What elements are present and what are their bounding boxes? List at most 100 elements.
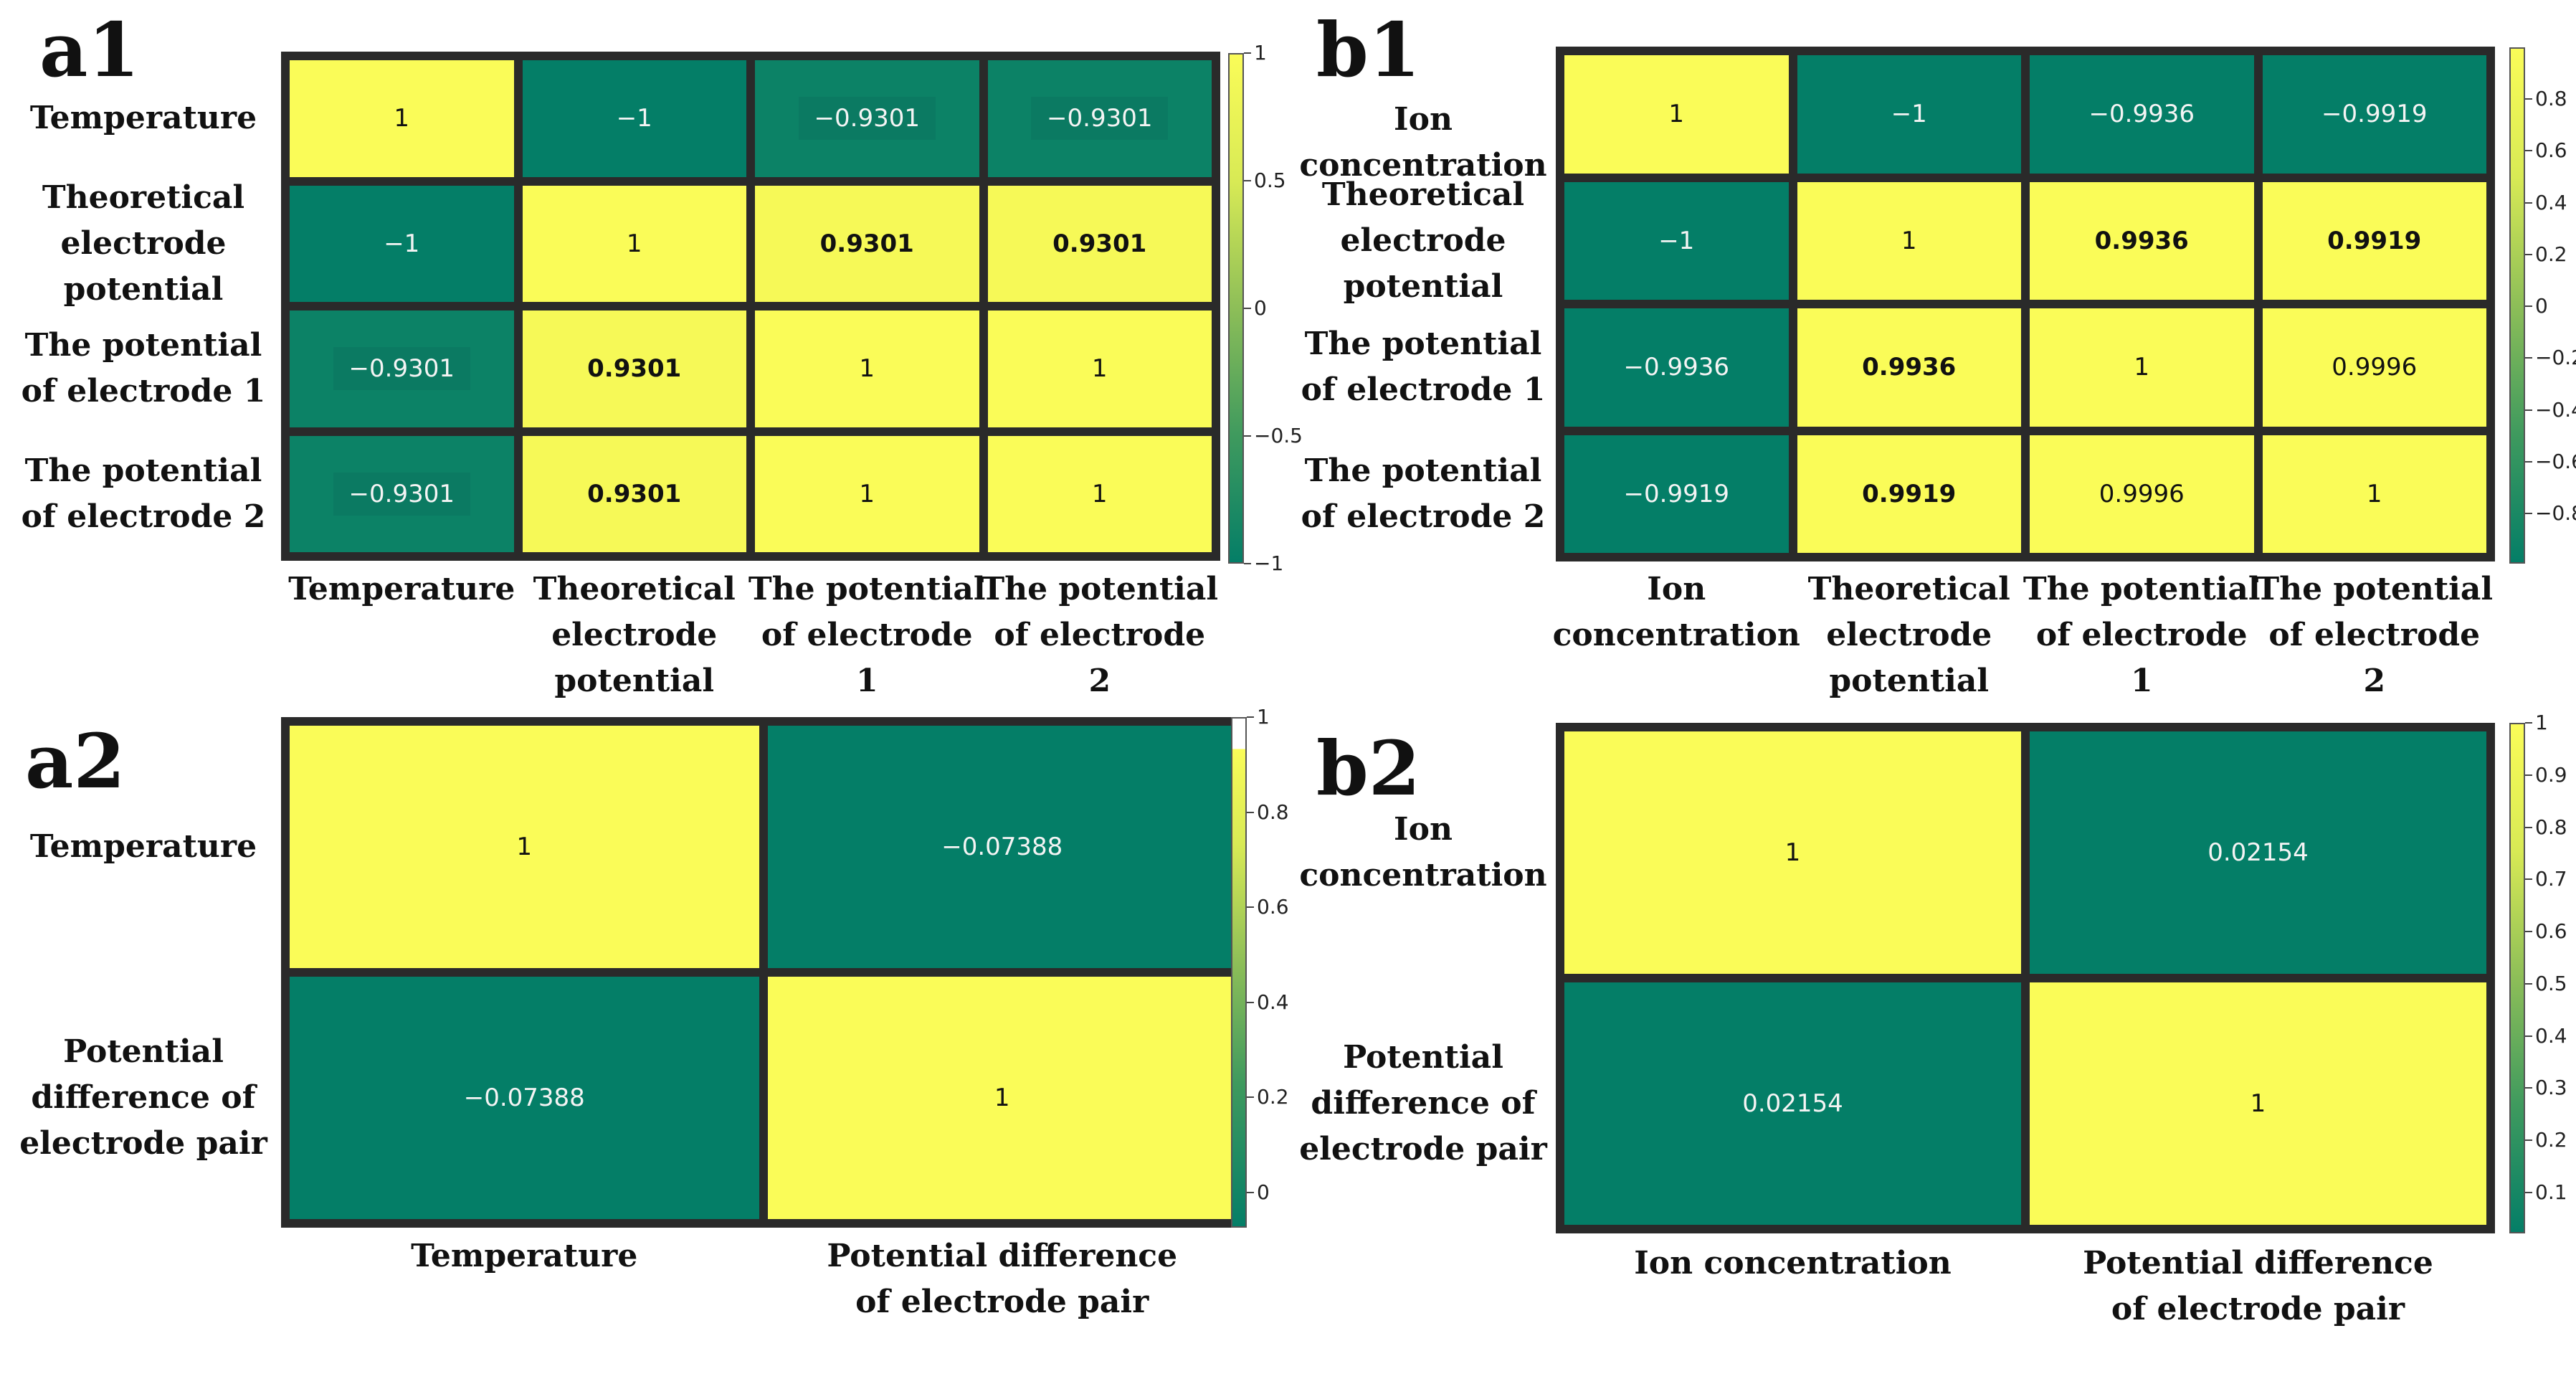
cell-value-label: 1 bbox=[859, 479, 875, 508]
cell-value-label: −0.9301 bbox=[1031, 97, 1169, 141]
heatmap-cell: 0.9301 bbox=[522, 311, 746, 427]
colorbar-tick-mark bbox=[1247, 811, 1254, 813]
cell-value-label: 0.9936 bbox=[1862, 353, 1957, 382]
cell-value-label: 1 bbox=[394, 104, 410, 133]
heatmap-cell: 1 bbox=[2030, 308, 2254, 427]
colorbar-tick-mark bbox=[2525, 1035, 2532, 1037]
cell-value-label: −0.9919 bbox=[1623, 479, 1729, 508]
heatmap-cell: −0.9936 bbox=[1564, 308, 1789, 427]
colorbar-tick-label: 1 bbox=[2535, 711, 2548, 734]
colorbar-tick-label: 0 bbox=[2535, 294, 2548, 318]
colorbar-tick-mark bbox=[2525, 1139, 2532, 1142]
colorbar-tick-mark bbox=[1244, 563, 1251, 564]
row-label: Temperature bbox=[29, 828, 257, 866]
heatmap-cell: 1 bbox=[522, 185, 746, 302]
row-label: The potential of electrode 1 bbox=[21, 327, 266, 410]
colorbar-b2 bbox=[2509, 723, 2525, 1233]
colorbar-tick-label: 0.6 bbox=[1257, 895, 1289, 919]
colorbar-tick-label: 0.8 bbox=[2535, 87, 2567, 111]
cell-value-label: 0.9301 bbox=[587, 354, 682, 384]
column-label: The potential of electrode 2 bbox=[2256, 571, 2494, 699]
heatmap-cell: −0.9301 bbox=[290, 435, 514, 552]
heatmap-cell: 0.9919 bbox=[1797, 435, 2021, 553]
colorbar-tick-mark bbox=[2525, 98, 2532, 100]
column-label: Theoretical electrode potential bbox=[1807, 571, 2010, 699]
heatmap-cell: 0.9936 bbox=[2030, 181, 2254, 300]
colorbar-tick-label: 0.4 bbox=[1257, 990, 1289, 1014]
cell-value-label: 1 bbox=[1091, 479, 1108, 508]
heatmap-cell: 0.9301 bbox=[987, 185, 1212, 302]
heatmap-cell: 1 bbox=[2262, 435, 2486, 553]
colorbar-tick-mark bbox=[1244, 52, 1251, 54]
cell-value-label: −0.9936 bbox=[1623, 353, 1729, 382]
cell-value-label: −0.9936 bbox=[2088, 100, 2195, 129]
colorbar-tick-mark bbox=[2525, 305, 2532, 308]
heatmap-cell: 1 bbox=[290, 60, 514, 177]
colorbar-tick-label: −0.8 bbox=[2535, 501, 2576, 526]
column-label: The potential of electrode 1 bbox=[2023, 571, 2261, 699]
row-label: Potential difference of electrode pair bbox=[1299, 1039, 1547, 1167]
colorbar-tick-label: 1 bbox=[1254, 41, 1267, 65]
colorbar-tick-mark bbox=[2525, 357, 2532, 359]
cell-value-label: 0.9996 bbox=[2099, 479, 2185, 508]
panel-label-a2: a2 bbox=[25, 717, 125, 805]
colorbar-tick-label: 0.7 bbox=[2535, 867, 2567, 891]
colorbar-tick-mark bbox=[2525, 460, 2532, 463]
cell-value-label: 1 bbox=[1091, 354, 1108, 384]
colorbar-tick-mark bbox=[2525, 774, 2532, 776]
heatmap-cell: 0.02154 bbox=[2030, 731, 2486, 974]
column-label: Theoretical electrode potential bbox=[533, 571, 736, 699]
heatmap-cell: 0.9919 bbox=[2262, 181, 2486, 300]
colorbar-b1 bbox=[2509, 47, 2525, 564]
colorbar-a1 bbox=[1228, 53, 1244, 564]
heatmap-cell: 1 bbox=[755, 311, 979, 427]
colorbar-tick-mark bbox=[1247, 716, 1254, 718]
colorbar-tick-label: 0.4 bbox=[2535, 1023, 2567, 1048]
cell-value-label: 0.9301 bbox=[819, 229, 914, 258]
heatmap-cell: 0.9301 bbox=[755, 185, 979, 302]
column-label: Potential difference of electrode pair bbox=[827, 1238, 1178, 1320]
row-label: Theoretical electrode potential bbox=[1321, 176, 1525, 305]
cell-value-label: 1 bbox=[1668, 100, 1685, 129]
colorbar-tick-mark bbox=[1247, 1096, 1254, 1099]
heatmap-cell: 0.9996 bbox=[2262, 308, 2486, 427]
cell-value-label: −0.9301 bbox=[333, 472, 470, 516]
colorbar-tick-mark bbox=[1247, 1192, 1254, 1194]
colorbar-tick-mark bbox=[2525, 722, 2532, 724]
colorbar-tick-label: −0.6 bbox=[2535, 449, 2576, 473]
cell-value-label: 0.9919 bbox=[1862, 479, 1957, 508]
heatmap-cell: 1 bbox=[1564, 731, 2021, 974]
colorbar-tick-label: 0.8 bbox=[2535, 815, 2567, 839]
heatmap-cell: −1 bbox=[1797, 55, 2021, 174]
colorbar-tick-label: 0 bbox=[1257, 1180, 1270, 1205]
cell-value-label: 1 bbox=[2134, 353, 2150, 382]
cell-value-label: −1 bbox=[616, 104, 652, 133]
colorbar-tick-label: 0.3 bbox=[2535, 1076, 2567, 1100]
cell-value-label: 0.02154 bbox=[2207, 838, 2309, 867]
heatmap-cell: 1 bbox=[1797, 181, 2021, 300]
cell-value-label: −0.9301 bbox=[333, 347, 470, 391]
colorbar-tick-label: 0.5 bbox=[2535, 971, 2567, 995]
heatmap-cell: −0.9301 bbox=[755, 60, 979, 177]
colorbar-tick-mark bbox=[1247, 906, 1254, 909]
row-label: Temperature bbox=[29, 100, 257, 137]
row-label: The potential of electrode 2 bbox=[21, 452, 266, 535]
colorbar-tick-mark bbox=[2525, 1191, 2532, 1193]
heatmap-cell: 0.02154 bbox=[1564, 982, 2021, 1225]
heatmap-cell: 0.9996 bbox=[2030, 435, 2254, 553]
cell-value-label: −1 bbox=[1891, 100, 1927, 129]
cell-value-label: −1 bbox=[1658, 226, 1695, 255]
colorbar-tick-mark bbox=[2525, 202, 2532, 204]
panel-label-a1: a1 bbox=[39, 6, 140, 94]
cell-value-label: 0.9919 bbox=[2327, 226, 2422, 255]
colorbar-tick-mark bbox=[1244, 435, 1251, 437]
colorbar-tick-label: 0.8 bbox=[1257, 800, 1289, 824]
colorbar-tick-label: 0.6 bbox=[2535, 138, 2567, 163]
colorbar-tick-label: 0.6 bbox=[2535, 919, 2567, 944]
heatmap-cell: −0.9919 bbox=[1564, 435, 1789, 553]
panel-label-b1: b1 bbox=[1316, 6, 1421, 94]
heatmap-cell: −0.9919 bbox=[2262, 55, 2486, 174]
colorbar-tick-label: −0.4 bbox=[2535, 397, 2576, 422]
